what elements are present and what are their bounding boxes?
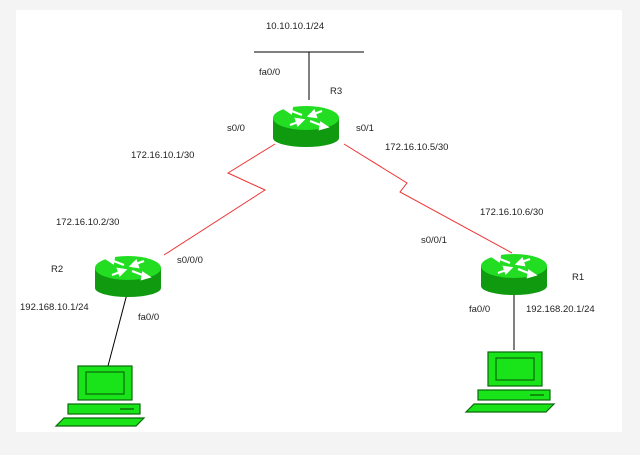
- router-icon: [93, 254, 163, 299]
- r2-s-interface-label: s0/0/0: [177, 255, 203, 266]
- r3-r2-link-r2-address: 172.16.10.2/30: [56, 217, 120, 228]
- r1-lan-address-label: 192.168.20.1/24: [526, 304, 595, 315]
- serial-link-r3-r2: [163, 143, 276, 256]
- lan-top-address-label: 10.10.10.1/24: [266, 21, 325, 32]
- r1-s-interface-label: s0/0/1: [421, 235, 447, 246]
- r3-s-left-interface-label: s0/0: [227, 123, 245, 134]
- r3-fa-interface-label: fa0/0: [259, 67, 281, 78]
- r2-router-name: R2: [51, 264, 64, 275]
- r3-r1-link-r1-address: 172.16.10.6/30: [480, 207, 544, 218]
- router-icon: [479, 252, 549, 297]
- r3-router-name: R3: [330, 86, 343, 97]
- r2-lan-address-label: 192.168.10.1/24: [20, 302, 89, 313]
- ethernet-link-r2-pc: [107, 289, 129, 367]
- r2-fa-interface-label: fa0/0: [138, 312, 160, 323]
- r3-s-right-interface-label: s0/1: [356, 123, 374, 134]
- router-icon: [271, 104, 341, 149]
- r3-r2-link-r3-address: 172.16.10.1/30: [131, 150, 195, 161]
- r3-r1-link-r3-address: 172.16.10.5/30: [385, 142, 449, 153]
- r1-router-name: R1: [572, 272, 585, 283]
- r1-fa-interface-label: fa0/0: [469, 304, 491, 315]
- serial-link-r3-r1: [343, 143, 513, 254]
